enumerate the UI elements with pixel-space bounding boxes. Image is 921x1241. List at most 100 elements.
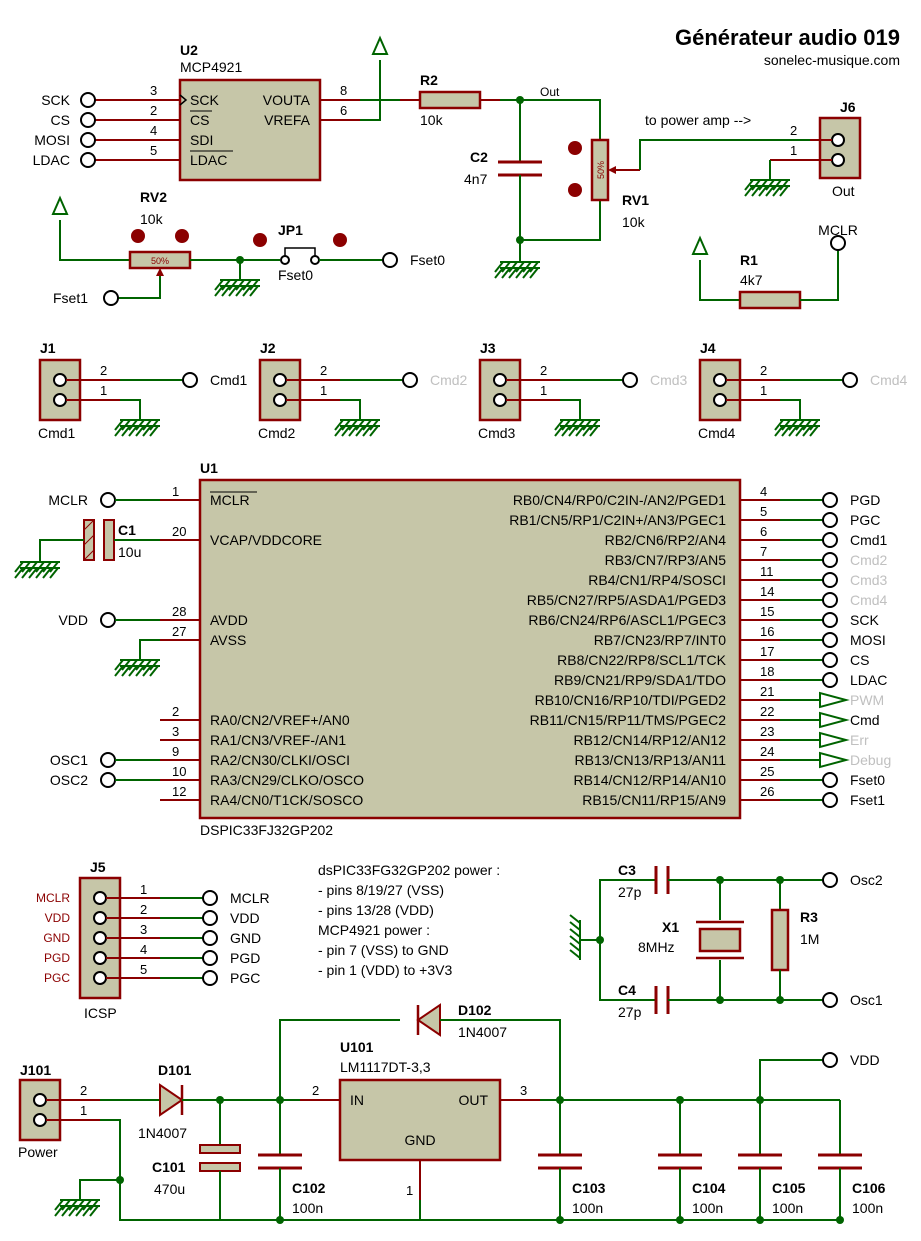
pin-label: VREFA: [264, 112, 311, 128]
pin-number: 28: [172, 604, 186, 619]
rv2-value: 10k: [140, 211, 164, 227]
pin-number: 3: [150, 83, 157, 98]
pin-number: 3: [172, 724, 179, 739]
rv1-ref: RV1: [622, 192, 649, 208]
rv2-potentiometer: 50% RV2 10k: [128, 189, 192, 270]
pin-label: RB0/CN4/RP0/C2IN-/AN2/PGED1: [513, 492, 726, 508]
pin-number: 24: [760, 744, 774, 759]
cmd-connectors: J121Cmd1Cmd1J221Cmd2Cmd2J321Cmd3Cmd3J421…: [38, 340, 908, 441]
pin-label: RB8/CN22/RP8/SCL1/TCK: [557, 652, 727, 668]
pin-number: 26: [760, 784, 774, 799]
pin-label: RB13/CN13/RP13/AN11: [575, 752, 727, 768]
pin-label: RB11/CN15/RP11/TMS/PGEC2: [530, 712, 727, 728]
c2-capacitor: C2 4n7: [464, 149, 542, 187]
connector-net: Cmd1: [210, 372, 248, 388]
u1-part: DSPIC33FJ32GP202: [200, 822, 333, 838]
jp1-label: Fset0: [278, 267, 313, 283]
r1-resistor: R1 4k7: [738, 252, 802, 310]
pin-number: 2: [790, 123, 797, 138]
pin-label: LDAC: [190, 152, 227, 168]
pin-number: 17: [760, 644, 774, 659]
c2-ref: C2: [470, 149, 488, 165]
pin-number: 14: [760, 584, 774, 599]
r2-ref: R2: [420, 72, 438, 88]
note-line: - pin 7 (VSS) to GND: [318, 942, 449, 958]
u2-ref: U2: [180, 42, 198, 58]
net-label: Cmd3: [850, 572, 888, 588]
c4-value: 27p: [618, 1004, 642, 1020]
net-label: Cmd: [850, 712, 880, 728]
c4-ref: C4: [618, 982, 636, 998]
jp1-jumper: JP1 Fset0: [253, 222, 347, 283]
c106-value: 100n: [852, 1200, 883, 1216]
pin-label: SDI: [190, 132, 213, 148]
j101-label: Power: [18, 1144, 58, 1160]
c106-ref: C106: [852, 1180, 886, 1196]
connector-ref: J1: [40, 340, 56, 356]
icsp-pin-name: PGC: [44, 971, 70, 985]
c104-ref: C104: [692, 1180, 726, 1196]
rv2-ref: RV2: [140, 189, 167, 205]
pin-label: RB4/CN1/RP4/SOSCI: [588, 572, 726, 588]
pin-number: 22: [760, 704, 774, 719]
pin-number: 2: [172, 704, 179, 719]
to-amp-note: to power amp -->: [645, 112, 751, 128]
pin-number: 15: [760, 604, 774, 619]
net-out-label: Out: [540, 85, 560, 99]
pin-label: VCAP/VDDCORE: [210, 532, 322, 548]
r1-value: 4k7: [740, 272, 763, 288]
website-label: sonelec-musique.com: [764, 52, 900, 68]
net-label: LDAC: [850, 672, 887, 688]
j101-ref: J101: [20, 1062, 51, 1078]
pin-number: 1: [140, 882, 147, 897]
net-label: Cmd4: [850, 592, 888, 608]
d101-ref: D101: [158, 1062, 192, 1078]
r2-resistor: R2 10k: [400, 72, 500, 128]
icsp-pin-name: MCLR: [36, 891, 70, 905]
j6-ref: J6: [840, 99, 856, 115]
pin-number: 2: [540, 363, 547, 378]
pin-number: 4: [140, 942, 147, 957]
c102-value: 100n: [292, 1200, 323, 1216]
pin-number: 18: [760, 664, 774, 679]
net-label: CS: [850, 652, 869, 668]
connector-ref: J2: [260, 340, 276, 356]
r1-ref: R1: [740, 252, 758, 268]
j6-connector: J6 2 1 Out: [770, 99, 862, 199]
c106-capacitor: C106 100n: [818, 1100, 886, 1224]
pin-label: RB10/CN16/RP10/TDI/PGED2: [535, 692, 727, 708]
connector-label: Cmd3: [478, 425, 516, 441]
u101-in-label: IN: [350, 1092, 364, 1108]
net-label: Fset1: [850, 792, 885, 808]
net-label: OSC2: [50, 772, 88, 788]
j5-label: ICSP: [84, 1005, 117, 1021]
pin-number: 27: [172, 624, 186, 639]
d102-value: 1N4007: [458, 1024, 507, 1040]
pin-number: 1: [760, 383, 767, 398]
pin-number: 2: [100, 363, 107, 378]
pin-number: 2: [140, 902, 147, 917]
c103-value: 100n: [572, 1200, 603, 1216]
pin-number: 1: [406, 1183, 413, 1198]
u1-ref: U1: [200, 460, 218, 476]
pin-number: 6: [340, 103, 347, 118]
net-label: Fset0: [850, 772, 885, 788]
net-ldac: LDAC: [33, 152, 70, 168]
pin-label: RB12/CN14/RP12/AN12: [573, 732, 726, 748]
u101-ref: U101: [340, 1039, 374, 1055]
net-label: Debug: [850, 752, 891, 768]
net-vdd: VDD: [850, 1052, 880, 1068]
connector-net: Cmd2: [430, 372, 468, 388]
icsp-pin-name: VDD: [45, 911, 71, 925]
pin-number: 1: [80, 1103, 87, 1118]
connector-label: Cmd4: [698, 425, 736, 441]
connector-label: Cmd2: [258, 425, 296, 441]
pin-number: 1: [790, 143, 797, 158]
c1-ref: C1: [118, 522, 136, 538]
pin-label: RA1/CN3/VREF-/AN1: [210, 732, 346, 748]
